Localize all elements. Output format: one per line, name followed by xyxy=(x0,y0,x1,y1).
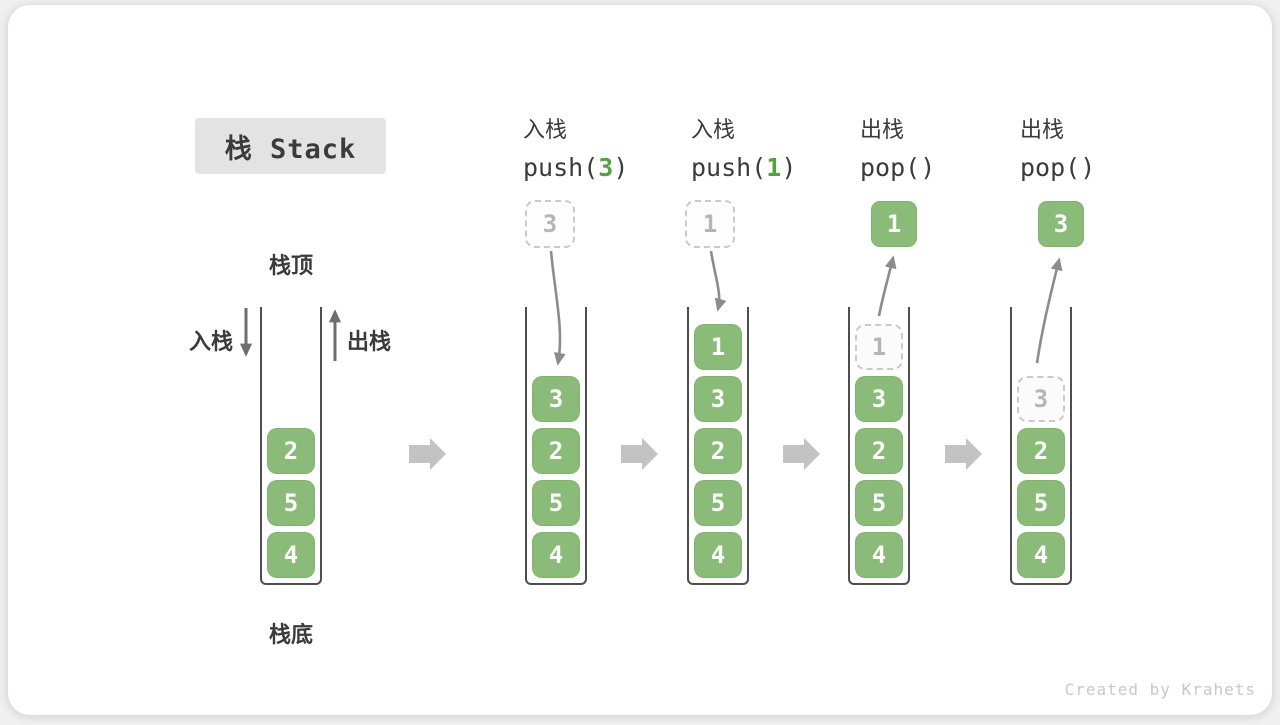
stack-state-initial: 2 5 4 xyxy=(260,307,322,585)
watermark: Created by Krahets xyxy=(1064,680,1256,699)
op-code-arg: 3 xyxy=(598,153,614,182)
stack-state-after-pop-3: 3 2 5 4 xyxy=(1010,307,1072,585)
stack-state-after-push-1: 1 3 2 5 4 xyxy=(687,307,749,585)
title-badge: 栈 Stack xyxy=(195,118,386,174)
operation-header-pop-2: 出栈 pop() xyxy=(1020,112,1180,182)
stack-item: 3 xyxy=(532,376,580,422)
stack-item: 4 xyxy=(532,532,580,578)
push-1-motion-arrow-icon xyxy=(709,250,727,312)
stack-item: 5 xyxy=(1017,480,1065,526)
floating-value-popped: 1 xyxy=(871,201,917,247)
stack-item-ghost: 3 xyxy=(1017,376,1065,422)
stack-item: 4 xyxy=(1017,532,1065,578)
stack-state-after-pop-1: 1 3 2 5 4 xyxy=(848,307,910,585)
operation-code: push(1) xyxy=(691,153,851,182)
floating-value-ghost: 1 xyxy=(685,200,735,248)
stack-bottom-label: 栈底 xyxy=(268,623,313,648)
op-code-arg: 1 xyxy=(766,153,782,182)
stack-item: 4 xyxy=(267,532,315,578)
stack-item: 2 xyxy=(855,428,903,474)
push-label: 入栈 xyxy=(189,330,234,355)
stack-item: 3 xyxy=(694,376,742,422)
operation-code: pop() xyxy=(1020,153,1180,182)
operation-code: push(3) xyxy=(523,153,683,182)
op-code-post: ) xyxy=(613,153,629,182)
op-code-pre: pop() xyxy=(1020,153,1096,182)
flow-arrow-icon xyxy=(783,438,820,470)
operation-header-push-3: 入栈 push(3) xyxy=(523,112,683,182)
flow-arrow-icon xyxy=(621,438,658,470)
stack-item: 4 xyxy=(855,532,903,578)
stack-item-ghost: 1 xyxy=(855,324,903,370)
operation-header-push-1: 入栈 push(1) xyxy=(691,112,851,182)
floating-value-popped: 3 xyxy=(1038,201,1084,247)
flow-arrow-icon xyxy=(945,438,982,470)
op-code-pre: push( xyxy=(523,153,599,182)
stack-item: 5 xyxy=(694,480,742,526)
stack-item: 1 xyxy=(694,324,742,370)
stack-state-after-push-3: 3 2 5 4 xyxy=(525,307,587,585)
operation-label: 入栈 xyxy=(691,118,736,143)
stack-item: 2 xyxy=(532,428,580,474)
stack-item: 5 xyxy=(855,480,903,526)
stack-item: 3 xyxy=(855,376,903,422)
stack-item: 4 xyxy=(694,532,742,578)
operation-label: 出栈 xyxy=(860,118,905,143)
stack-item: 2 xyxy=(1017,428,1065,474)
op-code-post: ) xyxy=(781,153,797,182)
floating-value-ghost: 3 xyxy=(525,200,575,248)
diagram-card: 栈 Stack 栈顶 栈底 入栈 出栈 入栈 push(3) 入栈 push(1… xyxy=(8,5,1272,715)
stack-item: 2 xyxy=(267,428,315,474)
op-code-pre: push( xyxy=(691,153,767,182)
op-code-pre: pop() xyxy=(860,153,936,182)
stack-top-label: 栈顶 xyxy=(268,254,313,279)
operation-header-pop-1: 出栈 pop() xyxy=(860,112,1020,182)
flow-arrow-icon xyxy=(409,438,446,470)
pop-label: 出栈 xyxy=(347,330,392,355)
operation-label: 入栈 xyxy=(523,118,568,143)
stack-item: 2 xyxy=(694,428,742,474)
stack-item: 5 xyxy=(267,480,315,526)
operation-code: pop() xyxy=(860,153,1020,182)
stack-item: 5 xyxy=(532,480,580,526)
operation-label: 出栈 xyxy=(1020,118,1065,143)
